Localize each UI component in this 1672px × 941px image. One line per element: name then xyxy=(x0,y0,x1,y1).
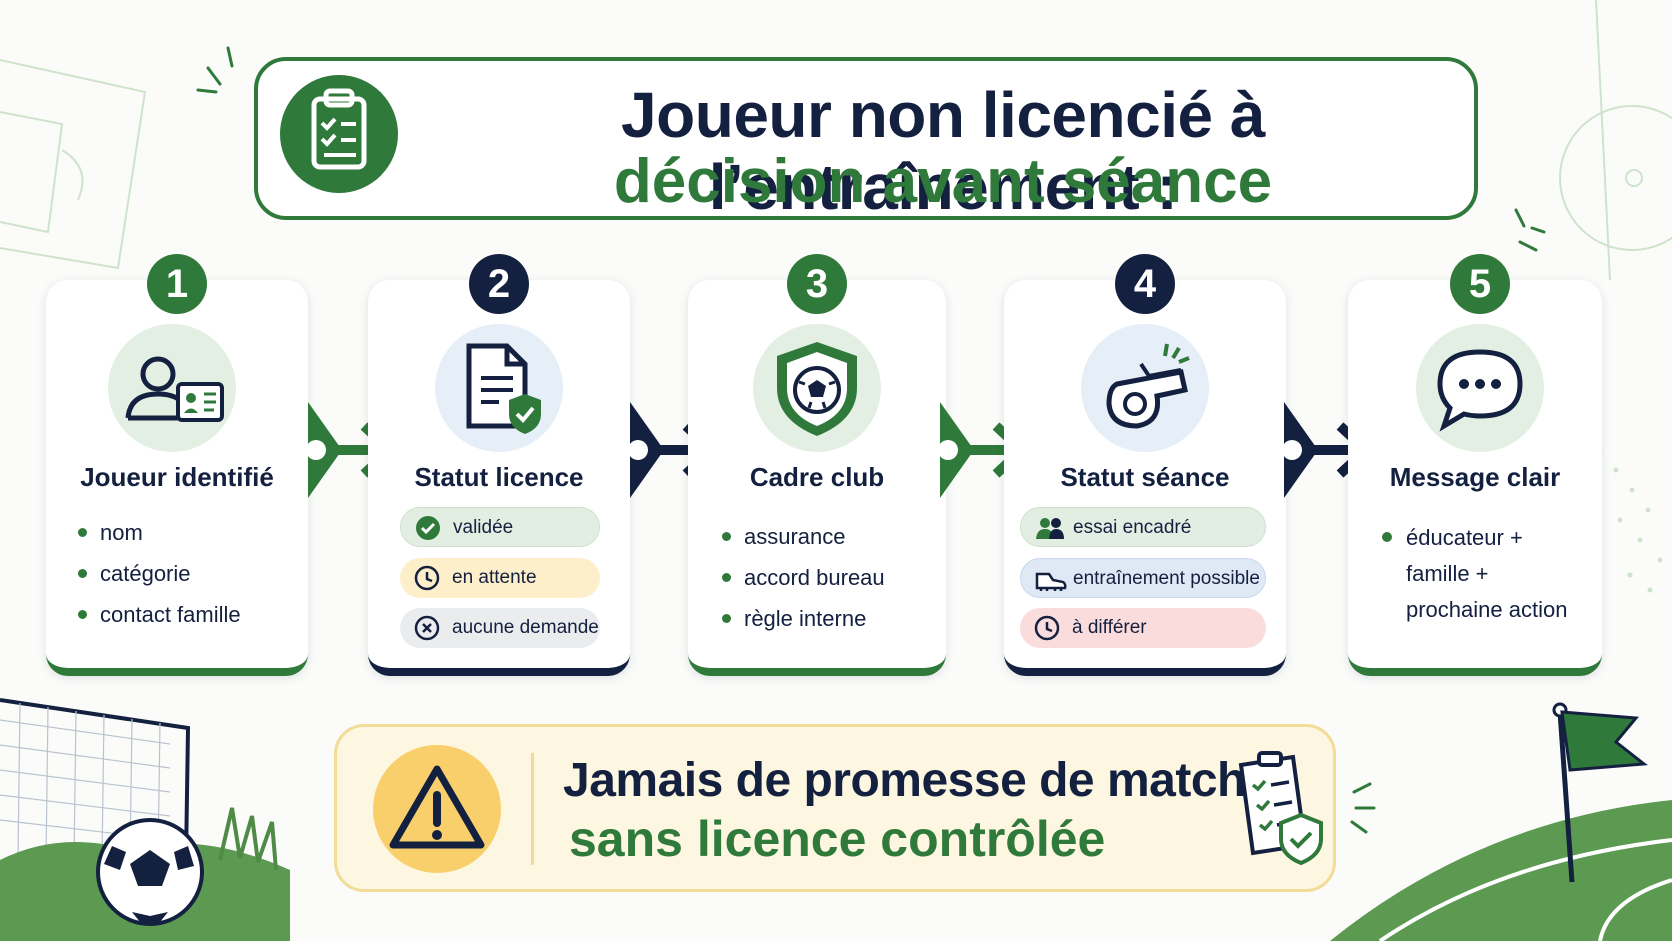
list-item: contact famille xyxy=(76,594,241,635)
step-title-4: Statut séance xyxy=(1060,462,1230,492)
warning-text-main: Jamais de promesse de match xyxy=(563,754,1246,807)
chat-bubble-icon xyxy=(1416,324,1544,452)
title-subtitle: décision avant séance xyxy=(613,147,1273,216)
check-circle-icon xyxy=(416,516,440,540)
status-label: en attente xyxy=(452,567,537,588)
warning-banner: Jamais de promesse de match sans licence… xyxy=(334,724,1336,892)
x-circle-icon xyxy=(414,615,440,641)
whistle-icon xyxy=(1081,324,1209,452)
warning-text-sub: sans licence contrôlée xyxy=(569,811,1106,867)
list-item: catégorie xyxy=(76,553,241,594)
list-item: accord bureau xyxy=(720,557,885,598)
player-id-card-icon xyxy=(108,324,236,452)
status-pill-en-attente: en attente xyxy=(400,558,600,598)
step-5-message: éducateur + famille + prochaine action xyxy=(1382,520,1567,628)
clipboard-icon xyxy=(280,75,398,193)
step-number-2: 2 xyxy=(469,254,529,314)
step-number-5: 5 xyxy=(1450,254,1510,314)
clock-icon xyxy=(414,565,440,591)
bullet-dot xyxy=(1382,532,1392,542)
warning-triangle-icon xyxy=(373,745,501,873)
step-number-1: 1 xyxy=(147,254,207,314)
step-title-1: Joueur identifié xyxy=(80,462,274,492)
list-item: nom xyxy=(76,512,241,553)
status-label: à différer xyxy=(1072,617,1147,638)
step-card-2: 2 Statut licence validée en attente aucu… xyxy=(368,254,630,676)
step-1-list: nom catégorie contact famille xyxy=(76,512,241,635)
status-pill-validee: validée xyxy=(400,507,600,547)
step-title-3: Cadre club xyxy=(749,462,885,492)
message-line: famille + xyxy=(1406,561,1489,586)
step-3-list: assurance accord bureau règle interne xyxy=(720,516,885,639)
list-item: assurance xyxy=(720,516,885,557)
title-banner: Joueur non licencié à l’entraînement : d… xyxy=(254,57,1478,223)
divider xyxy=(531,753,534,865)
group-icon xyxy=(1036,518,1064,539)
step-number-4: 4 xyxy=(1115,254,1175,314)
checklist-shield-icon xyxy=(1238,751,1323,866)
step-card-5: 5 Message clair éducateur + famille + pr… xyxy=(1348,254,1602,676)
status-label: essai encadré xyxy=(1073,517,1192,538)
step-card-3: 3 Cadre club assurance accord bureau règ… xyxy=(688,254,946,676)
status-label: entraînement possible xyxy=(1073,568,1260,589)
status-pill-a-differer: à différer xyxy=(1020,608,1266,648)
status-label: aucune demande xyxy=(452,617,599,638)
step-card-4: 4 Statut séance essai encadré entraîneme… xyxy=(1004,254,1286,676)
status-pill-entrainement-possible: entraînement possible xyxy=(1020,558,1266,598)
step-title-5: Message clair xyxy=(1389,462,1561,492)
status-pill-essai-encadre: essai encadré xyxy=(1020,507,1266,547)
clock-icon xyxy=(1034,615,1060,641)
status-pill-aucune-demande: aucune demande xyxy=(400,608,600,648)
message-line: éducateur + xyxy=(1406,525,1523,550)
message-line: prochaine action xyxy=(1406,597,1568,622)
step-card-1: 1 Joueur identifié nom catégorie contact… xyxy=(46,254,308,676)
step-number-3: 3 xyxy=(787,254,847,314)
boot-icon xyxy=(1035,572,1067,591)
step-title-2: Statut licence xyxy=(414,462,584,492)
title-main: Joueur non licencié à l’entraînement : xyxy=(621,79,1265,223)
list-item: règle interne xyxy=(720,598,885,639)
document-check-icon xyxy=(435,324,563,452)
shield-ball-icon xyxy=(753,324,881,452)
status-label: validée xyxy=(453,517,514,538)
